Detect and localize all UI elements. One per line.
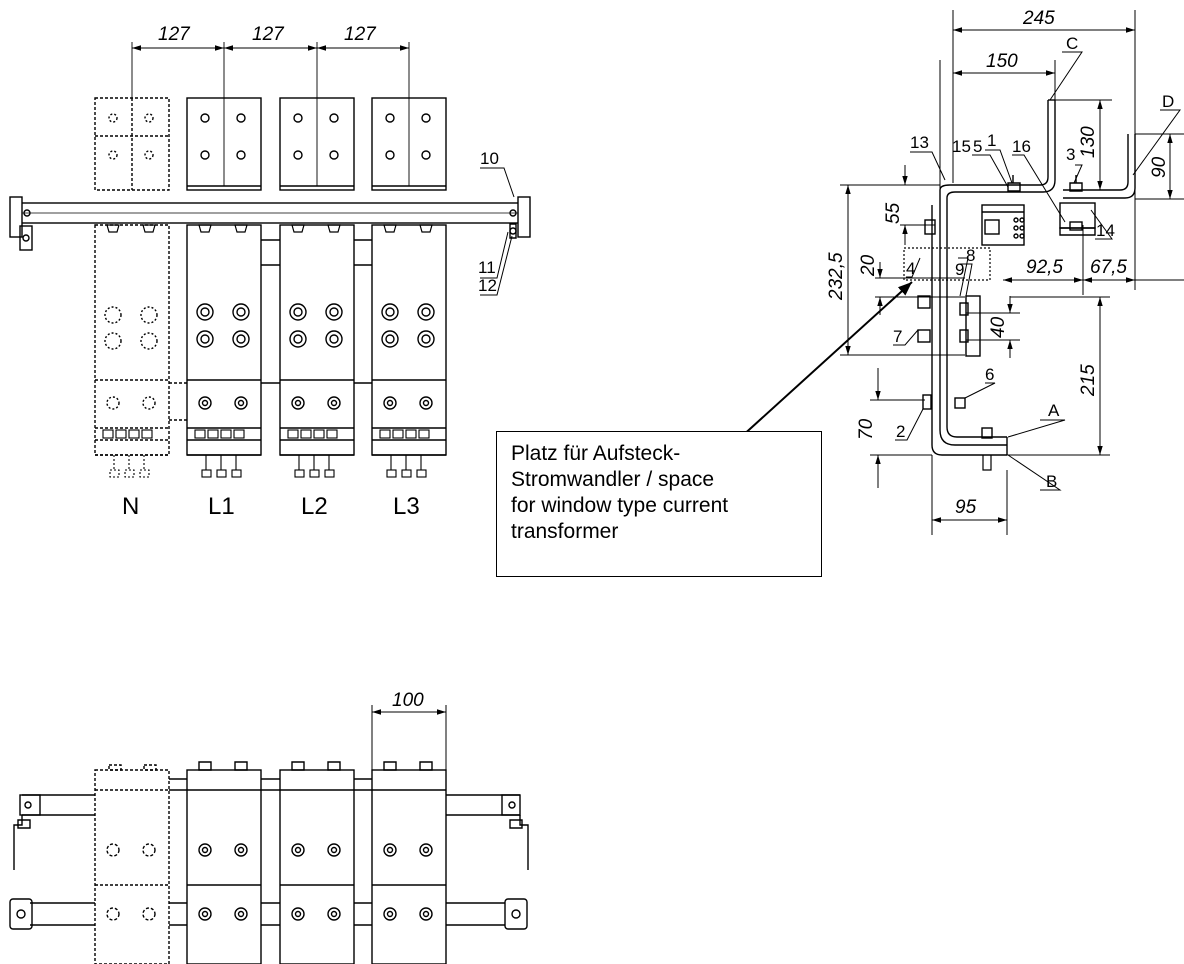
bottom-lower-rail [9, 898, 528, 930]
phase-label-l1: L1 [208, 493, 235, 520]
side-dim-lines [840, 10, 1184, 535]
dim-215: 215 [1078, 364, 1099, 397]
bottom-phase-l3 [371, 761, 447, 964]
mounting-rail-top [9, 196, 531, 251]
dim-20: 20 [858, 254, 879, 277]
letter-c: C [1066, 34, 1078, 53]
ref-5: 5 [973, 137, 982, 156]
ref-14: 14 [1096, 221, 1115, 240]
ref-9: 9 [955, 260, 964, 279]
dim-55: 55 [883, 202, 904, 224]
side-view-bracket [739, 10, 1184, 535]
dim-127-3: 127 [344, 24, 377, 45]
dim-67-5: 67,5 [1090, 257, 1127, 278]
ref-7: 7 [893, 327, 902, 346]
note-line-2: Stromwandler / space [511, 468, 715, 491]
dim-40: 40 [988, 316, 1009, 338]
phase-label-l3: L3 [393, 493, 420, 520]
dim-232-5: 232,5 [826, 252, 847, 301]
ref-11: 11 [478, 258, 496, 277]
phase-centre-lines [131, 42, 410, 186]
bottom-phase-n [94, 764, 170, 964]
dim-130: 130 [1078, 126, 1099, 158]
side-dimension-labels: 245 150 130 90 55 232,5 20 40 215 70 95 … [826, 8, 1174, 518]
ct-pointer-arrow [739, 281, 913, 439]
rail-bolts [106, 224, 433, 233]
phase-n-busbar [94, 97, 188, 456]
top-dimension-labels: 127 127 127 10 11 12 N L1 L2 L3 [122, 24, 499, 520]
bottom-upper-rail [13, 778, 529, 870]
dim-90: 90 [1149, 156, 1170, 178]
dim-127-1: 127 [158, 24, 191, 45]
phase-n-holes [104, 113, 158, 410]
ref-3: 3 [1066, 145, 1075, 164]
insulator-blocks [917, 175, 1096, 471]
note-line-3: for window type current [511, 494, 729, 517]
dim-95: 95 [955, 497, 977, 518]
ref-15: 15 [952, 137, 971, 156]
terminal-nuts [102, 429, 430, 478]
ref-8: 8 [966, 246, 975, 265]
note-line-4: transformer [511, 520, 619, 543]
phase-label-n: N [122, 493, 139, 520]
ref-16: 16 [1012, 137, 1031, 156]
ct-space [903, 247, 991, 281]
ref-6: 6 [985, 365, 994, 384]
letter-b: B [1046, 472, 1057, 491]
bottom-phase-l2 [279, 761, 355, 964]
ref-12: 12 [478, 276, 497, 295]
bottom-phase-l1 [186, 761, 262, 964]
bracket-d [1063, 134, 1136, 199]
dim-92-5: 92,5 [1026, 257, 1063, 278]
note-line-1: Platz für Aufsteck- [511, 442, 681, 465]
ref-13: 13 [910, 133, 929, 152]
dim-150: 150 [986, 51, 1018, 72]
leaders-top [480, 167, 515, 296]
ct-space-note: Platz für Aufsteck- Stromwandler / space… [496, 431, 822, 577]
letter-d: D [1162, 92, 1174, 111]
front-view-busbars [9, 42, 531, 478]
ref-1: 1 [987, 131, 996, 150]
side-leaders [893, 51, 1181, 491]
dim-70: 70 [856, 418, 877, 440]
ref-10: 10 [480, 149, 499, 168]
dim-line-100 [371, 705, 447, 770]
bracket-c [939, 99, 1056, 199]
ref-2: 2 [896, 422, 905, 441]
dim-245: 245 [1022, 8, 1055, 29]
top-view-busbars [9, 705, 529, 964]
dim-127-2: 127 [252, 24, 285, 45]
bracket-a-b [931, 190, 1008, 456]
letter-a: A [1048, 401, 1060, 420]
phase-label-l2: L2 [301, 493, 328, 520]
ref-4: 4 [906, 259, 915, 278]
dim-100: 100 [392, 690, 424, 711]
